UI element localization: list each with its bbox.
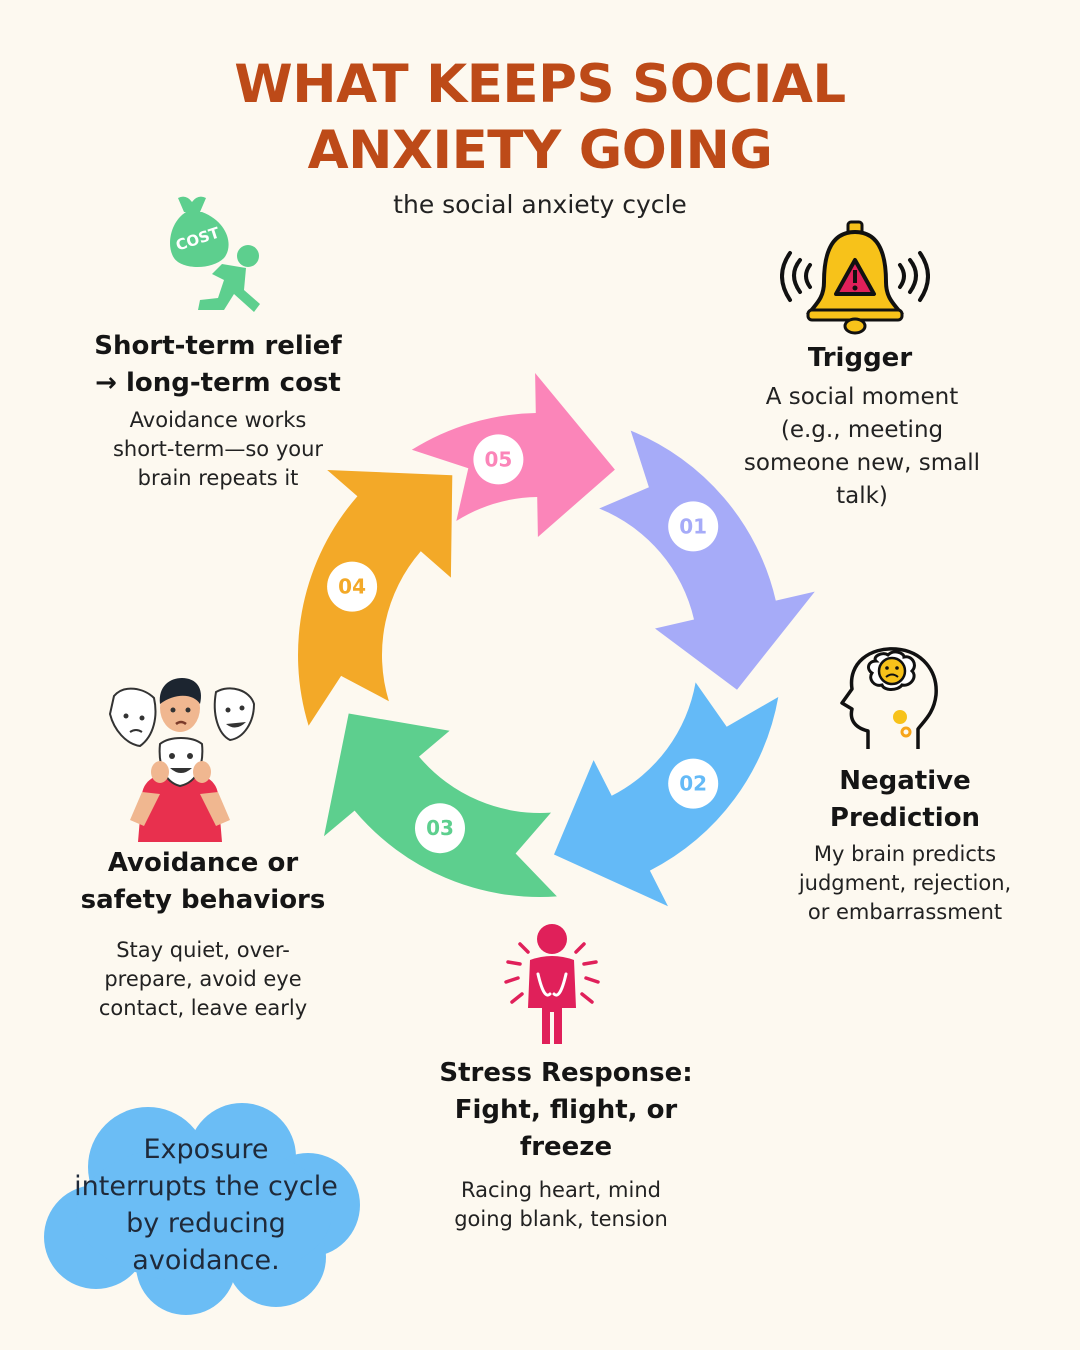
description-line: or embarrassment xyxy=(807,900,1003,924)
description-line: My brain predicts xyxy=(813,842,997,866)
heading-line: Fight, flight, or xyxy=(454,1095,678,1125)
step-04-heading: Avoidance or safety behaviors xyxy=(68,845,338,919)
heading-line: Avoidance or xyxy=(107,848,299,878)
step-number-02: 02 xyxy=(679,772,707,796)
description-line: brain repeats it xyxy=(137,466,299,490)
step-badge-05 xyxy=(473,434,524,485)
cycle-arrow-04 xyxy=(298,470,453,726)
callout-cloud xyxy=(44,1103,360,1315)
callout-line: interrupts the cycle xyxy=(74,1171,338,1202)
heading-line: freeze xyxy=(519,1132,613,1162)
step-01-description: A social moment (e.g., meeting someone n… xyxy=(728,381,996,513)
description-line: short-term—so your xyxy=(112,437,324,461)
step-03-heading: Stress Response: Fight, flight, or freez… xyxy=(426,1055,706,1166)
step-number-05: 05 xyxy=(484,447,512,471)
worried-thought-head-icon xyxy=(840,647,938,749)
step-02-description: My brain predicts judgment, rejection, o… xyxy=(780,840,1030,927)
heading-line: Stress Response: xyxy=(439,1058,693,1088)
step-badge-01 xyxy=(668,501,719,552)
step-05-description: Avoidance works short-term—so your brain… xyxy=(98,406,338,493)
callout-line: by reducing xyxy=(126,1208,286,1239)
step-badge-02 xyxy=(668,758,719,809)
step-number-01: 01 xyxy=(679,514,707,538)
callout-text: Exposure interrupts the cycle by reducin… xyxy=(62,1131,350,1279)
page-title: WHAT KEEPS SOCIAL ANXIETY GOING xyxy=(0,52,1080,184)
subtitle: the social anxiety cycle xyxy=(393,190,687,219)
description-line: judgment, rejection, xyxy=(798,871,1012,895)
description-line: contact, leave early xyxy=(98,996,308,1020)
title-line-2: ANXIETY GOING xyxy=(307,120,773,181)
step-badge-03 xyxy=(415,803,465,854)
step-03-description: Racing heart, mind going blank, tension xyxy=(436,1176,686,1234)
callout-line: Exposure xyxy=(143,1134,269,1165)
step-01-heading: Trigger xyxy=(760,340,960,377)
cycle-arrow-01 xyxy=(599,430,815,690)
description-line: Avoidance works xyxy=(129,408,307,432)
cloud-shape xyxy=(44,1103,360,1315)
heading-line: safety behaviors xyxy=(80,885,326,915)
step-number-04: 04 xyxy=(338,575,366,599)
step-number-03: 03 xyxy=(426,816,454,840)
description-line: Racing heart, mind xyxy=(461,1178,661,1202)
description-line: prepare, avoid eye xyxy=(104,967,302,991)
description-line: Stay quiet, over- xyxy=(116,938,290,962)
description-line: someone new, small xyxy=(743,450,981,476)
step-04-description: Stay quiet, over- prepare, avoid eye con… xyxy=(82,936,324,1023)
heading-line: Trigger xyxy=(807,343,913,373)
step-badge-04 xyxy=(327,561,378,612)
cycle-arrow-02 xyxy=(554,682,779,907)
callout-line: avoidance. xyxy=(132,1245,280,1276)
step-02-heading: Negative Prediction xyxy=(790,763,1020,837)
description-line: A social moment xyxy=(765,384,959,410)
burden-cost-bag-icon: COST xyxy=(170,196,260,312)
alarm-bell-icon xyxy=(780,220,930,335)
step-05-heading: Short-term relief → long-term cost xyxy=(82,328,354,402)
description-line: going blank, tension xyxy=(454,1207,668,1231)
heading-line: Prediction xyxy=(829,803,981,833)
description-line: (e.g., meeting xyxy=(780,417,944,443)
heading-line: Short-term relief xyxy=(94,331,342,361)
description-line: talk) xyxy=(836,483,888,509)
heading-line: Negative xyxy=(839,766,971,796)
heading-line: → long-term cost xyxy=(95,368,341,398)
title-line-1: WHAT KEEPS SOCIAL xyxy=(234,54,846,115)
person-with-masks-icon xyxy=(108,678,256,842)
stressed-person-icon xyxy=(504,924,600,1044)
